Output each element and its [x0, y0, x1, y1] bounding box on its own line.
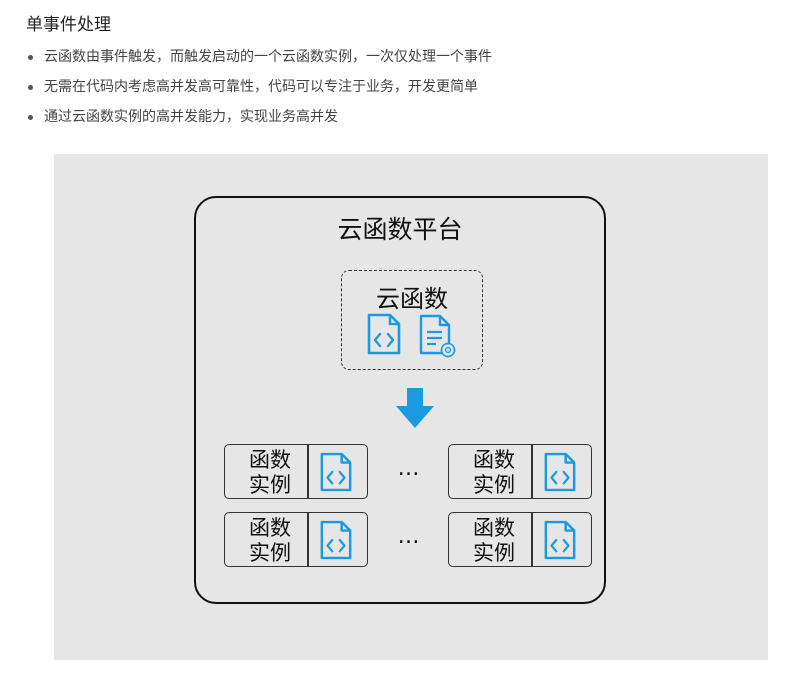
bullet-dot [28, 55, 33, 60]
instance-label-line2: 实例 [249, 473, 291, 497]
bullet-text: 云函数由事件触发，而触发启动的一个云函数实例，一次仅处理一个事件 [44, 49, 492, 65]
bullet-item: 云函数由事件触发，而触发启动的一个云函数实例，一次仅处理一个事件 [26, 46, 492, 76]
instance-label-line1: 函数 [249, 516, 291, 540]
config-doc-icon [419, 314, 456, 358]
code-file-icon [544, 452, 576, 492]
bullet-list: 云函数由事件触发，而触发启动的一个云函数实例，一次仅处理一个事件 无需在代码内考… [26, 46, 492, 136]
bullet-item: 通过云函数实例的高并发能力，实现业务高并发 [26, 106, 492, 136]
cloud-function-platform: 云函数平台 云函数 [194, 196, 606, 604]
bullet-item: 无需在代码内考虑高并发高可靠性，代码可以专注于业务，开发更简单 [26, 76, 492, 106]
code-file-icon [320, 452, 352, 492]
ellipsis: … [397, 456, 421, 481]
code-file-icon [367, 313, 401, 355]
function-instance: 函数 实例 [224, 512, 368, 567]
instance-label: 函数 实例 [233, 516, 307, 566]
bullet-text: 无需在代码内考虑高并发高可靠性，代码可以专注于业务，开发更简单 [44, 79, 478, 95]
section-title: 单事件处理 [26, 15, 111, 35]
function-instance: 函数 实例 [448, 512, 592, 567]
code-file-icon [544, 520, 576, 560]
ellipsis: … [397, 524, 421, 549]
instance-divider [531, 444, 533, 499]
instance-divider [531, 512, 533, 567]
down-arrow-icon [396, 388, 434, 428]
instance-label-line2: 实例 [473, 541, 515, 565]
bullet-dot [28, 115, 33, 120]
instance-label: 函数 实例 [457, 448, 531, 498]
function-instance: 函数 实例 [224, 444, 368, 499]
function-instance: 函数 实例 [448, 444, 592, 499]
instance-label: 函数 实例 [233, 448, 307, 498]
instance-label-line2: 实例 [473, 473, 515, 497]
bullet-dot [28, 85, 33, 90]
instance-label: 函数 实例 [457, 516, 531, 566]
code-file-icon [320, 520, 352, 560]
instance-label-line1: 函数 [473, 448, 515, 472]
platform-title: 云函数平台 [337, 215, 463, 244]
instance-label-line2: 实例 [249, 541, 291, 565]
instance-divider [307, 512, 309, 567]
bullet-text: 通过云函数实例的高并发能力，实现业务高并发 [44, 109, 338, 125]
cloud-function-title: 云函数 [376, 285, 448, 313]
instance-label-line1: 函数 [473, 516, 515, 540]
architecture-figure: 云函数平台 云函数 [54, 154, 768, 660]
instance-label-line1: 函数 [249, 448, 291, 472]
instance-divider [307, 444, 309, 499]
cloud-function-box: 云函数 [341, 270, 483, 370]
